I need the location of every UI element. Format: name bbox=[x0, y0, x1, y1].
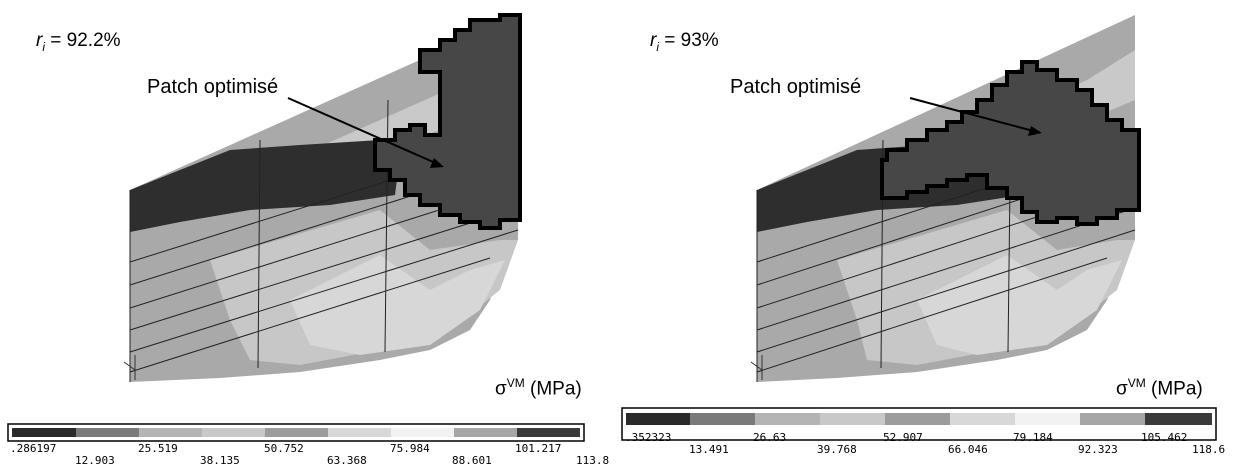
legend-tick-bottom-4: 118.6 bbox=[1192, 443, 1225, 456]
legend-tick-top-3: 79.184 bbox=[1013, 431, 1053, 444]
ratio-label: ri = 93% bbox=[650, 30, 719, 54]
right-panel: .352323 26.63 52.907 79.184 105.462 13.4… bbox=[617, 0, 1234, 467]
left-fea-plot: .286197 25.519 50.752 75.984 101.217 12.… bbox=[7, 13, 609, 467]
patch-arrow-head bbox=[1028, 126, 1042, 136]
legend-tick-bottom-2: 63.368 bbox=[327, 454, 367, 467]
legend-tick-top-1: 26.63 bbox=[753, 431, 786, 444]
stress-units-label: σVM (MPa) bbox=[1116, 376, 1203, 400]
axis-triad bbox=[750, 355, 763, 380]
patch-arrow-line bbox=[909, 97, 1038, 133]
ratio-symbol: ri bbox=[650, 30, 659, 54]
legend-tick-bottom-1: 38.135 bbox=[200, 454, 240, 467]
legend-tick-top-4: 105.462 bbox=[1141, 431, 1187, 444]
stress-units-label: σVM (MPa) bbox=[495, 376, 582, 400]
upper-light-zone bbox=[290, 50, 520, 170]
left-panel: .286197 25.519 50.752 75.984 101.217 12.… bbox=[7, 13, 609, 467]
ratio-label: ri = 92.2% bbox=[36, 30, 121, 54]
legend-tick-top-2: 52.907 bbox=[883, 431, 923, 444]
legend-tick-top-0: .352323 bbox=[625, 431, 671, 444]
patch-arrow-line bbox=[287, 97, 441, 166]
patch-label: Patch optimisé bbox=[147, 76, 279, 98]
ratio-value: = 93% bbox=[664, 30, 719, 51]
legend-tick-bottom-1: 39.768 bbox=[817, 443, 857, 456]
legend-tick-top-3: 75.984 bbox=[390, 442, 430, 455]
patch-arrow-head bbox=[430, 158, 444, 168]
lightest-stress-zone bbox=[290, 255, 505, 355]
legend-tick-top-2: 50.752 bbox=[264, 442, 304, 455]
patch-label: Patch optimisé bbox=[730, 76, 862, 98]
legend-tick-bottom-3: 88.601 bbox=[452, 454, 492, 467]
legend-bar bbox=[621, 407, 1217, 441]
optimised-patch bbox=[880, 60, 1141, 226]
axis-triad bbox=[123, 355, 136, 380]
legend-tick-top-1: 25.519 bbox=[138, 442, 178, 455]
legend-tick-bottom-0: 13.491 bbox=[689, 443, 729, 456]
ratio-value: = 92.2% bbox=[50, 30, 121, 51]
right-fea-plot: .352323 26.63 52.907 79.184 105.462 13.4… bbox=[621, 15, 1225, 456]
legend-tick-bottom-2: 66.046 bbox=[948, 443, 988, 456]
dark-stress-band bbox=[130, 140, 400, 232]
ratio-symbol: ri bbox=[36, 30, 45, 54]
lightest-stress-zone bbox=[917, 255, 1122, 355]
legend-tick-top-4: 101.217 bbox=[515, 442, 561, 455]
legend-tick-bottom-3: 92.323 bbox=[1078, 443, 1118, 456]
legend-tick-bottom-0: 12.903 bbox=[75, 454, 115, 467]
legend-bar bbox=[7, 423, 585, 442]
legend-tick-top-0: .286197 bbox=[10, 442, 56, 455]
legend-tick-bottom-4: 113.8 bbox=[576, 454, 609, 467]
optimised-patch bbox=[373, 13, 522, 230]
